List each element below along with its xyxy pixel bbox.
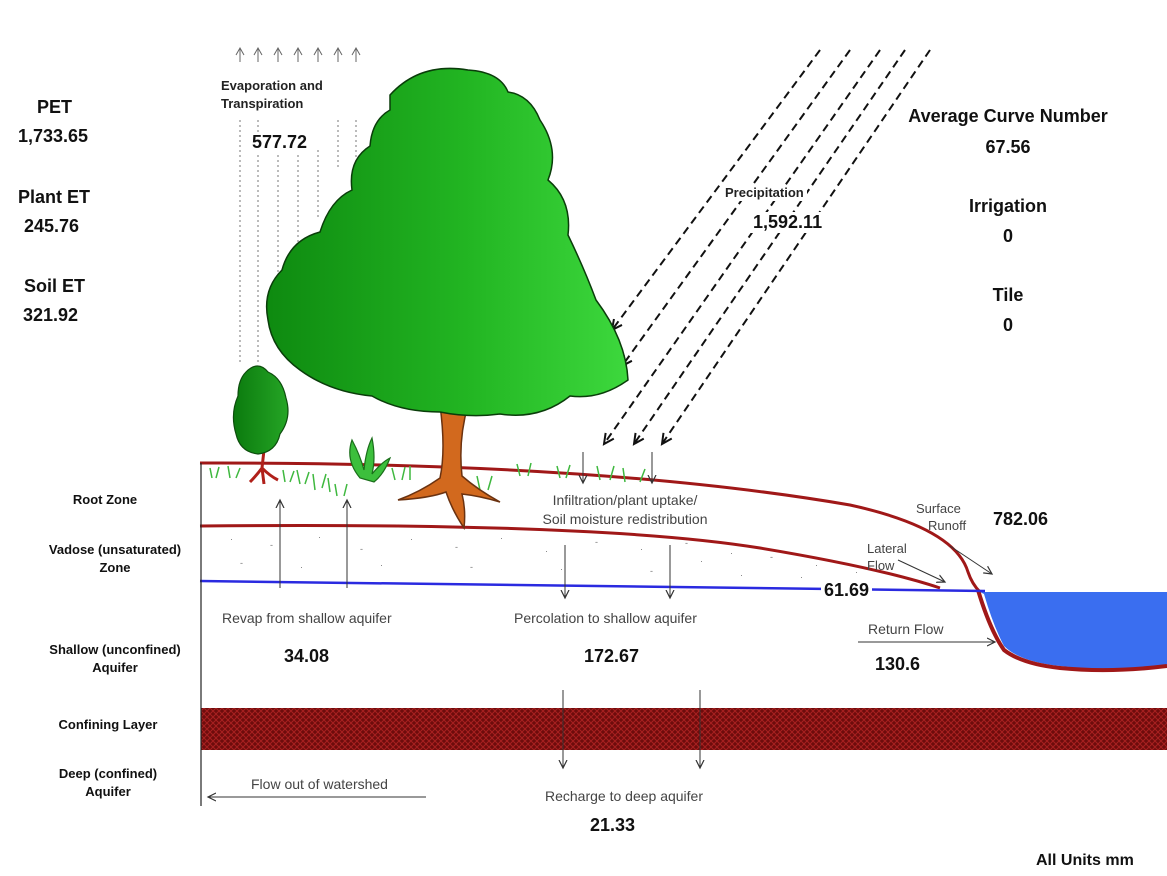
stream-water	[980, 592, 1167, 669]
precipitation-label: Precipitation	[722, 185, 807, 201]
irrigation-label: Irrigation	[968, 196, 1047, 216]
svg-text:·: ·	[500, 533, 503, 543]
ground-surface	[199, 461, 982, 594]
svg-text:-: -	[240, 558, 243, 568]
svg-text:·: ·	[640, 544, 643, 554]
deep-aquifer-label-line2: Aquifer	[85, 784, 131, 799]
pet-value: 1,733.65	[18, 126, 89, 146]
svg-text:·: ·	[318, 532, 321, 542]
svg-text:·: ·	[730, 548, 733, 558]
flow-arrows	[208, 452, 995, 797]
et-label-line2: Transpiration	[221, 96, 304, 111]
tile-value: 0	[1002, 315, 1013, 335]
pet-label: PET	[37, 97, 73, 117]
small-tree-icon	[232, 365, 289, 485]
deep-aquifer-label-line1: Deep (confined)	[58, 766, 158, 781]
svg-text:·: ·	[410, 534, 413, 544]
svg-text:·: ·	[740, 570, 743, 580]
et-value: 577.72	[250, 132, 310, 153]
plant-et-label: Plant ET	[18, 187, 91, 207]
evapotranspiration-lines	[239, 120, 357, 365]
soil-et-label: Soil ET	[24, 276, 86, 296]
svg-text:-: -	[360, 544, 363, 554]
soil-et-value: 321.92	[23, 305, 79, 325]
shallow-aquifer-label-line1: Shallow (unconfined)	[49, 642, 181, 657]
svg-text:-: -	[685, 538, 688, 548]
evapotranspiration-up-arrows-icon	[235, 46, 361, 62]
svg-text:·: ·	[815, 560, 818, 570]
svg-text:-: -	[270, 540, 273, 550]
stream-bank	[976, 589, 1167, 673]
svg-text:-: -	[595, 537, 598, 547]
svg-text:·: ·	[230, 534, 233, 544]
vadose-label-line1: Vadose (unsaturated)	[48, 542, 182, 557]
svg-text:·: ·	[545, 546, 548, 556]
svg-text:·: ·	[700, 556, 703, 566]
svg-text:-: -	[470, 562, 473, 572]
curve-number-value: 67.56	[985, 137, 1031, 157]
svg-text:·: ·	[380, 560, 383, 570]
curve-number-label: Average Curve Number	[908, 106, 1108, 126]
percolation-value: 172.67	[584, 646, 640, 666]
tile-label: Tile	[992, 285, 1024, 305]
svg-text:·: ·	[855, 567, 858, 577]
root-zone-label: Root Zone	[72, 492, 138, 507]
bush-icon	[349, 436, 392, 483]
flow-out-label: Flow out of watershed	[251, 776, 388, 792]
recharge-value: 21.33	[590, 815, 636, 835]
svg-text:-: -	[455, 542, 458, 552]
vadose-zone-texture: · - · - · - · · - · - · - · · - · · - · - · · ·	[230, 532, 858, 582]
surface-runoff-arrow	[949, 545, 992, 574]
svg-text:-: -	[770, 552, 773, 562]
svg-text:·: ·	[560, 564, 563, 574]
large-tree-icon	[265, 67, 629, 531]
lateral-flow-value: 61.69	[821, 580, 873, 601]
precipitation-value: 1,592.11	[750, 212, 826, 233]
return-flow-label: Return Flow	[868, 621, 944, 637]
recharge-label: Recharge to deep aquifer	[545, 788, 703, 804]
svg-text:·: ·	[300, 562, 303, 572]
infiltration-label-line2: Soil moisture redistribution	[542, 511, 708, 527]
precipitation-arrows-icon	[602, 49, 931, 446]
et-label-line1: Evaporation and	[221, 78, 323, 93]
irrigation-value: 0	[1002, 226, 1013, 246]
revap-value: 34.08	[284, 646, 330, 666]
confining-layer-band	[201, 708, 1167, 750]
root-zone-boundary	[199, 523, 941, 590]
revap-label: Revap from shallow aquifer	[222, 610, 392, 626]
shallow-aquifer-label-line2: Aquifer	[92, 660, 138, 675]
grass-tufts	[209, 462, 646, 497]
lateral-flow-label-line2: Flow	[867, 558, 895, 573]
lateral-flow-label-line1: Lateral	[867, 541, 907, 556]
svg-text:·: ·	[800, 572, 803, 582]
units-note: All Units mm	[1036, 852, 1134, 869]
surface-runoff-value: 782.06	[993, 509, 1049, 529]
plant-et-value: 245.76	[24, 216, 80, 236]
confining-layer-label: Confining Layer	[58, 717, 158, 732]
vadose-label-line2: Zone	[99, 560, 131, 575]
infiltration-label-line1: Infiltration/plant uptake/	[552, 492, 698, 508]
return-flow-value: 130.6	[875, 654, 921, 674]
surface-runoff-label-line1: Surface	[916, 501, 961, 516]
svg-text:-: -	[650, 566, 653, 576]
lateral-flow-arrow	[897, 559, 945, 582]
surface-runoff-label-line2: Runoff	[928, 518, 967, 533]
percolation-label: Percolation to shallow aquifer	[514, 610, 697, 626]
